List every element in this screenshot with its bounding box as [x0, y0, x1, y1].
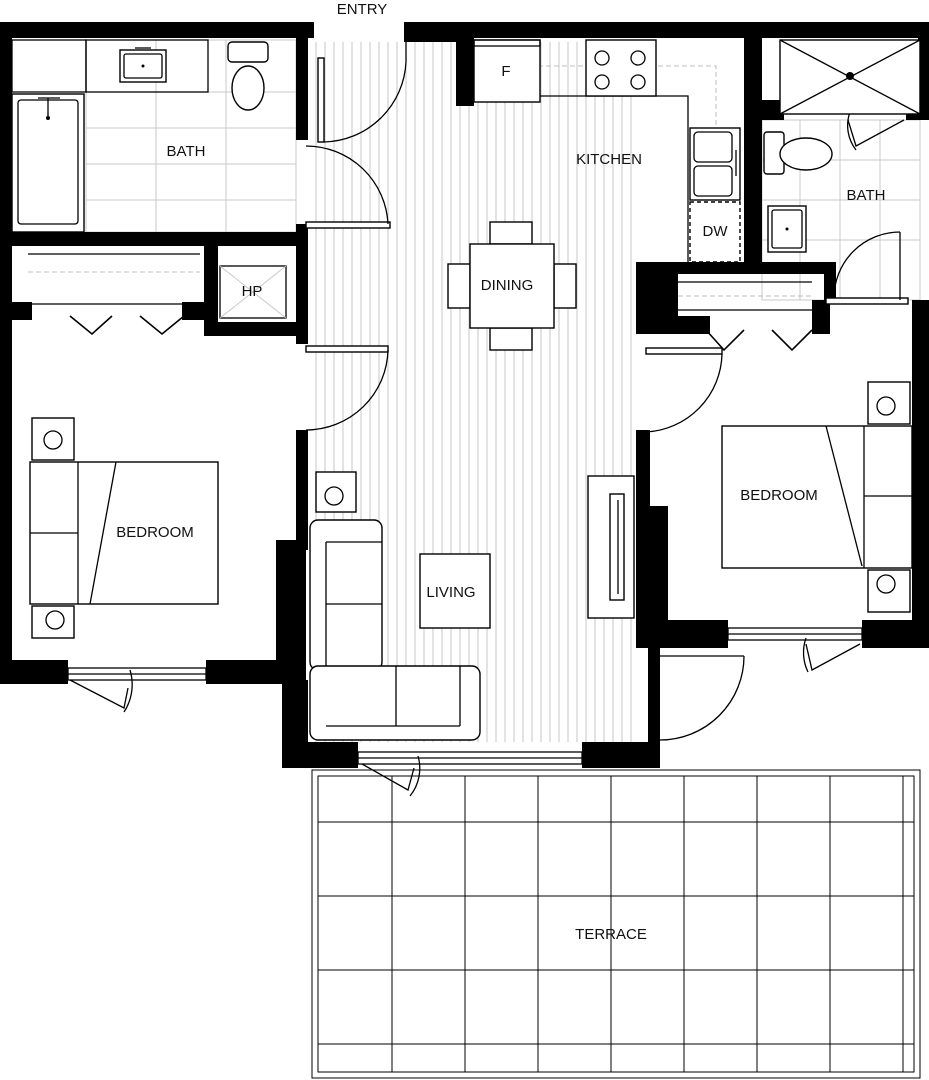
nightstand-right-top — [867, 381, 911, 425]
toilet-right — [763, 131, 833, 175]
dining-table — [447, 221, 577, 351]
fridge — [473, 39, 541, 103]
entry-label: ENTRY — [337, 1, 388, 18]
bedroom-left-label: BEDROOM — [116, 524, 194, 541]
nightstand-right-bottom — [867, 569, 911, 613]
bathtub — [11, 93, 85, 233]
side-table — [315, 471, 357, 513]
labels: ENTRY BATH HP BEDROOM DINING KITCHEN F D… — [116, 1, 885, 943]
bedroom-right-label: BEDROOM — [740, 487, 818, 504]
walls — [0, 22, 929, 768]
heat-pump-label: HP — [242, 283, 263, 300]
doors — [69, 42, 909, 797]
closets — [28, 253, 812, 311]
nightstand-left-top — [31, 417, 75, 461]
terrace-label: TERRACE — [575, 926, 647, 943]
dishwasher — [689, 201, 741, 263]
living-label: LIVING — [426, 584, 475, 601]
terrace-grid — [311, 769, 921, 1079]
dishwasher-label: DW — [703, 223, 729, 240]
coffee-table — [419, 553, 491, 629]
bath-left-counter — [11, 39, 209, 93]
bath-left-label: BATH — [167, 143, 206, 160]
bed-left — [29, 461, 219, 605]
kitchen-label: KITCHEN — [576, 151, 642, 168]
cooktop — [585, 39, 657, 97]
toilet-left — [227, 41, 269, 111]
windows — [67, 261, 863, 765]
nightstand-left-bottom — [31, 605, 75, 639]
tv-console — [587, 475, 635, 619]
shower — [779, 39, 921, 115]
bath-right-label: BATH — [847, 187, 886, 204]
kitchen-sink — [689, 127, 741, 201]
sofa — [309, 519, 481, 741]
bed-right — [721, 425, 913, 569]
bath-left-tiles — [85, 39, 297, 233]
dining-label: DINING — [481, 277, 534, 294]
heat-pump-unit — [219, 265, 287, 319]
sink-right — [767, 205, 807, 253]
fridge-label: F — [501, 63, 510, 80]
